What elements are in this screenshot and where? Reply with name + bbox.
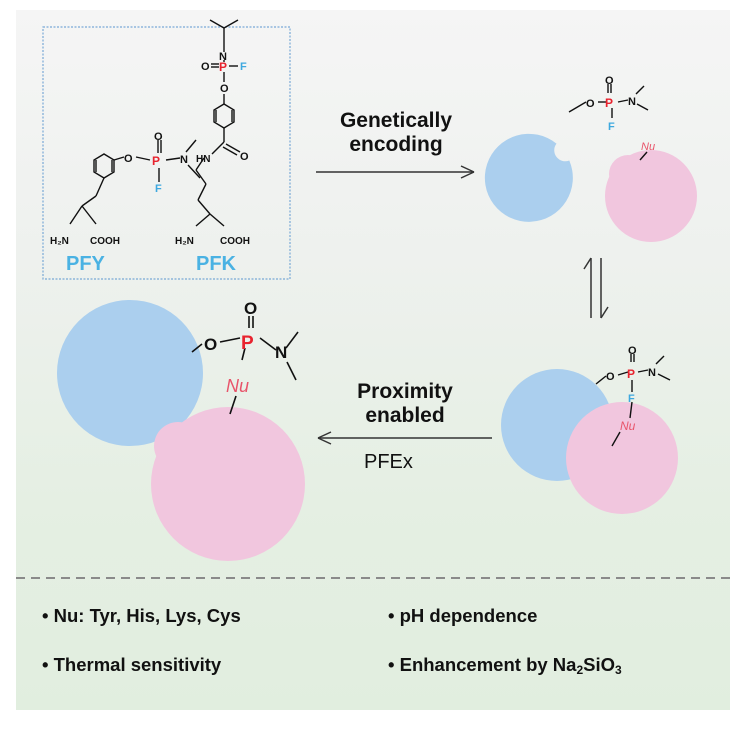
pfk-acid-label: COOH [220, 236, 250, 247]
pfy-acid-label: COOH [90, 236, 120, 247]
pfk-amine-label: H₂N [175, 236, 194, 247]
mid-oxygen-label: O [606, 371, 615, 383]
mid-nu-label: Nu [620, 419, 636, 433]
pfy-fluorine-label: F [155, 183, 162, 195]
warhead-mid [595, 354, 671, 447]
product-po-oxygen-label: O [244, 299, 257, 318]
pfex-label: Proximity enabled [330, 380, 480, 428]
encoding-arrowhead [460, 165, 475, 179]
pfk-oxygen-label: O [220, 83, 229, 95]
product-nitrogen-label: N [275, 343, 287, 362]
top-oxygen-label: O [586, 98, 595, 110]
bullet-ph: • pH dependence [388, 605, 538, 626]
pfk-nitrogen-label: N [219, 51, 227, 63]
structure-box [42, 26, 291, 280]
bullet-enhancement: • Enhancement by Na2SiO3 [388, 654, 622, 677]
pink-protein-product-lobe [154, 422, 202, 470]
product-phosphorus-label: P [241, 333, 254, 354]
product-nu-label: Nu [226, 376, 249, 396]
mid-fluorine-label: F [628, 393, 635, 405]
pfy-nitrogen-label: N [180, 154, 188, 166]
mid-po-oxygen-label: O [628, 345, 637, 357]
equilibrium-arrowhead-down [600, 306, 609, 319]
bullet-enhancement-sub1: 2 [576, 663, 584, 677]
pink-protein-top-lobe [609, 155, 647, 193]
covalent-linkage [191, 316, 299, 415]
bullet-enhancement-mid: SiO [583, 654, 616, 675]
pfex-label-line1: Proximity [357, 380, 453, 403]
pfk-structure [195, 19, 241, 227]
pfex-label-line3: PFEx [364, 451, 413, 473]
blue-protein-top [484, 133, 573, 222]
encoding-label-line1: Genetically [339, 109, 453, 132]
blue-protein-product [57, 300, 203, 446]
top-po-oxygen-label: O [605, 75, 614, 87]
bullet-enhancement-sub2: 3 [615, 663, 622, 677]
top-phosphorus-label: P [605, 96, 613, 110]
pfy-po-oxygen-label: O [154, 131, 163, 143]
bullet-nucleophiles: • Nu: Tyr, His, Lys, Cys [42, 605, 241, 626]
encoding-label: Genetically encoding [318, 109, 474, 157]
pfk-carbonyl-oxygen-label: O [240, 151, 249, 163]
bullet-thermal: • Thermal sensitivity [42, 654, 222, 675]
warhead-top [568, 84, 649, 161]
top-nitrogen-label: N [628, 96, 636, 108]
pfy-structure [69, 139, 201, 225]
pfk-po-oxygen-label: O [201, 61, 210, 73]
pfk-fluorine-label: F [240, 61, 247, 73]
encoding-label-line2: encoding [349, 133, 443, 156]
pfk-name: PFK [196, 253, 236, 275]
mid-phosphorus-label: P [627, 367, 635, 381]
bullet-enhancement-text: • Enhancement by Na [388, 654, 577, 675]
pfk-phosphorus-label: P [219, 60, 227, 74]
pfy-phosphorus-label: P [152, 154, 160, 168]
pfy-oxygen-label: O [124, 153, 133, 165]
pfy-amine-label: H₂N [50, 236, 69, 247]
pfy-name: PFY [66, 253, 105, 275]
product-oxygen-label: O [204, 335, 217, 354]
pfk-amide-label: HN [196, 154, 210, 165]
top-nu-label: Nu [641, 141, 655, 153]
top-fluorine-label: F [608, 121, 615, 133]
equilibrium-arrowhead-up [583, 257, 592, 270]
pink-protein-mid-lobe [570, 444, 610, 484]
pfex-arrowhead [317, 431, 332, 445]
pink-protein-mid [566, 402, 678, 514]
pfex-label-line2: enabled [365, 404, 445, 427]
mid-nitrogen-label: N [648, 367, 656, 379]
